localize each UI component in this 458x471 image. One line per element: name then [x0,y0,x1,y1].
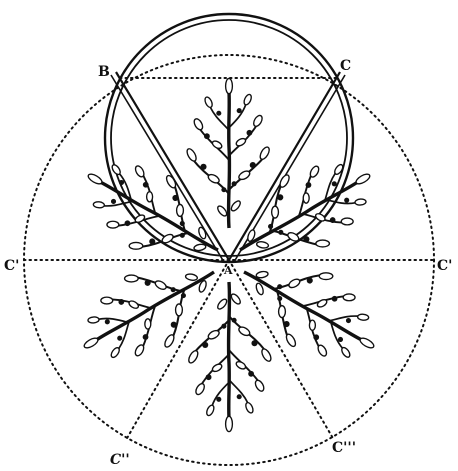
label-c2-left: C'' [110,452,130,468]
sprig-upper-left [67,139,239,288]
label-c: C [340,58,351,74]
label-a: A [223,264,233,277]
label-c2-right: C''' [332,440,356,456]
label-b: B [98,64,110,80]
label-c1-left: C' [4,258,19,274]
sprig-lower-left [63,236,235,385]
sprig-bottom [187,282,273,432]
sprig-top [185,78,271,228]
sprig-lower-right [223,234,395,383]
sprig-upper-right [218,137,390,286]
label-c1-right: C' [437,258,452,274]
